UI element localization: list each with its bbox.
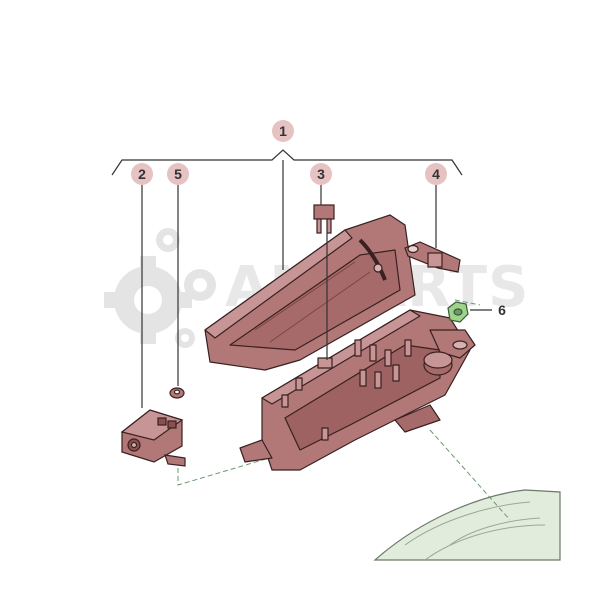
- watermark-gear-icon: [104, 228, 216, 348]
- callout-6-label: 6: [498, 302, 506, 318]
- callout-5-label: 5: [174, 166, 182, 182]
- fuse-part: [313, 204, 335, 234]
- cable-lug-part: [404, 241, 461, 273]
- callout-2: 2: [131, 163, 153, 185]
- connector-part: [120, 409, 186, 467]
- callout-3-label: 3: [317, 166, 325, 182]
- leader-lines: [111, 149, 492, 408]
- callout-6: 6: [498, 302, 506, 318]
- callout-4: 4: [425, 163, 447, 185]
- main-housing-part: [204, 214, 476, 471]
- callout-1-label: 1: [279, 123, 287, 139]
- washer-part: [169, 387, 185, 399]
- callout-1: 1: [272, 120, 294, 142]
- nut-part: [447, 301, 469, 323]
- callout-5: 5: [167, 163, 189, 185]
- callout-2-label: 2: [138, 166, 146, 182]
- vehicle-body-outline: [373, 489, 561, 561]
- callout-3: 3: [310, 163, 332, 185]
- callout-4-label: 4: [432, 166, 440, 182]
